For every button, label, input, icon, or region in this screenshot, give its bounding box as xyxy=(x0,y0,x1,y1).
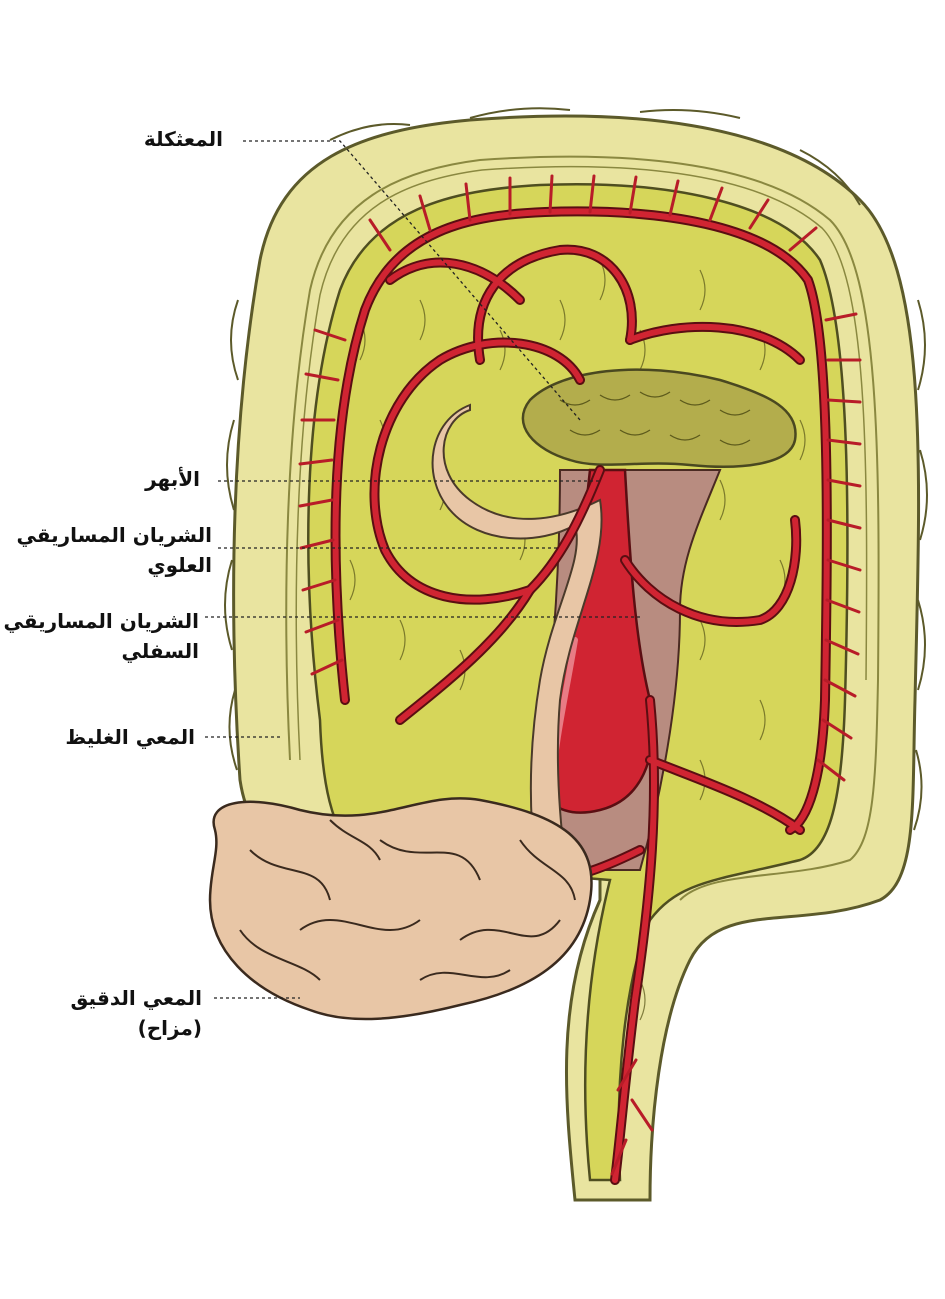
label-large-intestine: المعي الغليظ xyxy=(65,725,195,749)
leader-lines xyxy=(205,140,640,999)
label-inferior-mesenteric-artery: الشريان المساريقي السفلي xyxy=(4,606,200,666)
label-ima-line-1: الشريان المساريقي xyxy=(3,609,200,633)
label-ima-line-2: السفلي xyxy=(121,639,199,663)
label-aorta: الأبهر xyxy=(145,467,200,491)
label-small-intestine-line-2: (مزاح) xyxy=(137,1016,202,1040)
arterial-network xyxy=(298,174,862,1185)
label-small-intestine-line-1: المعي الدقيق xyxy=(70,986,202,1010)
pancreas-shape xyxy=(521,368,797,468)
label-superior-mesenteric-artery: الشريان المساريقي العلوي xyxy=(17,520,213,580)
label-small-intestine: المعي الدقيق (مزاح) xyxy=(71,983,202,1043)
label-sma-line-1: الشريان المساريقي xyxy=(16,523,213,547)
leader-line-pancreas xyxy=(243,140,581,421)
small-intestine-shape xyxy=(208,797,593,1021)
label-sma-line-2: العلوي xyxy=(147,553,212,577)
label-pancreas: المعثكلة xyxy=(143,127,223,151)
